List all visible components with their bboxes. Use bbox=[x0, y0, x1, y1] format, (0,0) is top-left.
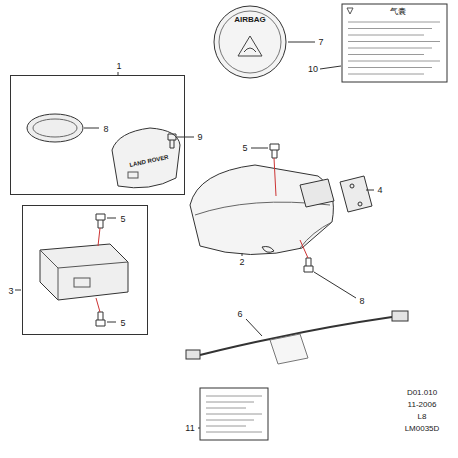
module-lug bbox=[300, 179, 334, 207]
airbag-badge bbox=[214, 6, 286, 78]
text-stroke bbox=[206, 402, 254, 403]
callout-number: 8 bbox=[103, 125, 108, 134]
harness-connector bbox=[186, 350, 200, 359]
callout-number: 3 bbox=[8, 287, 13, 296]
module-edge bbox=[195, 202, 332, 248]
leader-line bbox=[84, 128, 99, 129]
cover-slot bbox=[128, 172, 138, 178]
fixing-line bbox=[300, 240, 308, 258]
callout-number: 2 bbox=[239, 258, 244, 267]
callout-number: 8 bbox=[359, 297, 364, 306]
text-stroke bbox=[206, 420, 254, 421]
leader-line bbox=[246, 319, 262, 336]
text-stroke bbox=[348, 61, 440, 62]
emblem-inner bbox=[33, 119, 77, 137]
text-stroke bbox=[348, 41, 440, 42]
module-socket bbox=[74, 278, 90, 287]
callout-number: 9 bbox=[197, 133, 202, 142]
callout-number: 4 bbox=[377, 186, 382, 195]
fixing-line bbox=[98, 228, 100, 246]
harness-connector bbox=[392, 311, 408, 321]
airbag-module bbox=[190, 165, 333, 255]
badge-rim bbox=[219, 11, 281, 73]
label-heading: 气囊 bbox=[390, 8, 406, 16]
callout-number: 11 bbox=[185, 424, 194, 433]
leader-line bbox=[107, 218, 116, 219]
text-stroke bbox=[206, 396, 262, 397]
leader-line bbox=[107, 322, 116, 323]
text-stroke bbox=[348, 22, 440, 23]
drawing-code: 11-2006 bbox=[408, 401, 437, 409]
leader-line bbox=[198, 428, 200, 429]
drawing-code: L8 bbox=[418, 413, 427, 421]
label-text-lines bbox=[206, 396, 262, 432]
text-stroke bbox=[348, 54, 424, 55]
group-box: 18LAND ROVER bbox=[10, 75, 185, 195]
callout-number: 1 bbox=[116, 62, 121, 71]
text-stroke bbox=[206, 432, 262, 433]
bracket bbox=[340, 176, 372, 212]
label-icon bbox=[347, 8, 353, 14]
leader-line bbox=[314, 272, 356, 298]
steering-cover bbox=[112, 128, 180, 188]
drawing-code: D01.010 bbox=[407, 389, 437, 397]
callout-number: 5 bbox=[120, 215, 125, 224]
brand-text: LAND ROVER bbox=[129, 154, 169, 168]
screw bbox=[96, 214, 105, 228]
fixing-line bbox=[96, 298, 100, 312]
control-module bbox=[40, 244, 128, 300]
callout-number: 6 bbox=[237, 310, 242, 319]
module-edge bbox=[40, 250, 128, 300]
text-stroke bbox=[206, 426, 246, 427]
callout-number: 7 bbox=[318, 38, 323, 47]
emblem-badge bbox=[27, 114, 83, 142]
harness-tag bbox=[270, 334, 308, 364]
screw bbox=[270, 144, 279, 158]
text-stroke bbox=[348, 48, 432, 49]
leader-line bbox=[251, 148, 268, 149]
callout-number: 5 bbox=[120, 319, 125, 328]
fixing-line bbox=[274, 158, 276, 196]
leader-line bbox=[177, 137, 194, 138]
leader-line bbox=[288, 42, 315, 43]
group-box: 355 bbox=[22, 205, 148, 335]
callout-number: 10 bbox=[308, 65, 318, 74]
text-stroke bbox=[206, 414, 262, 415]
leader-line bbox=[242, 253, 243, 256]
text-stroke bbox=[348, 35, 424, 36]
leader-line bbox=[366, 190, 374, 191]
text-stroke bbox=[206, 408, 246, 409]
label-text-lines bbox=[348, 22, 440, 74]
leader-line bbox=[15, 290, 21, 291]
text-stroke bbox=[348, 67, 432, 68]
screw bbox=[168, 134, 176, 148]
screw bbox=[96, 312, 105, 326]
leader-line bbox=[320, 66, 341, 69]
drawing-code: LM0035D bbox=[405, 425, 440, 433]
badge-symbol bbox=[238, 36, 262, 56]
text-stroke bbox=[348, 28, 432, 29]
callout-number: 5 bbox=[242, 144, 247, 153]
text-stroke bbox=[348, 74, 424, 75]
warning-label bbox=[342, 4, 447, 82]
warning-label bbox=[200, 388, 268, 440]
badge-text: AIRBAG bbox=[234, 16, 266, 24]
screw bbox=[304, 258, 313, 272]
module-lead bbox=[262, 247, 274, 253]
